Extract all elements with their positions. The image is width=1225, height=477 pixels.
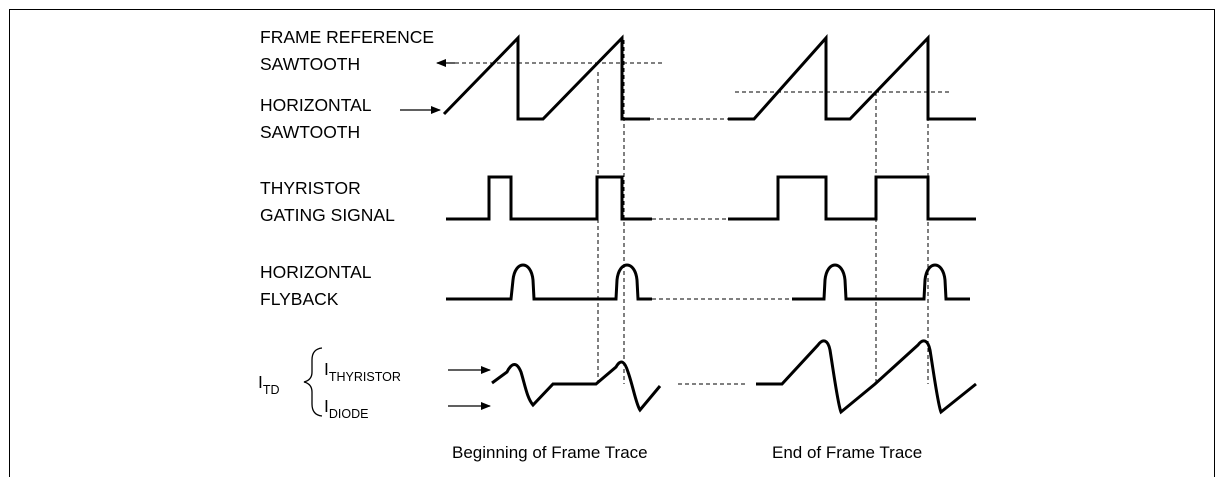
horizontal-sawtooth-waveform-end [728,34,976,121]
horizontal-flyback-label-line1: HORIZONTAL [260,262,372,282]
caption-beginning-of-frame-trace: Beginning of Frame Trace [452,443,648,462]
itd-current-waveform-beginning [491,360,662,413]
itd-label: ITD [258,372,280,397]
caption-end-of-frame-trace: End of Frame Trace [772,443,922,462]
horizontal-sawtooth-waveform-beginning [442,34,650,121]
ithyristor-label: ITHYRISTOR [324,359,401,384]
horizontal-sawtooth-label-line1: HORIZONTAL [260,95,372,115]
frame-reference-label-line1: FRAME REFERENCE [260,27,434,47]
thyristor-gating-waveform-beginning [446,175,652,221]
thyristor-gating-label-line2: GATING SIGNAL [260,205,395,225]
diagram-frame [9,9,1215,477]
thyristor-gating-label-line1: THYRISTOR [260,178,361,198]
idiode-label: IDIODE [324,396,368,421]
itd-brace [303,347,323,417]
frame-reference-label-line2: SAWTOOTH [260,54,360,74]
horizontal-flyback-waveform-beginning [446,263,652,301]
horizontal-flyback-waveform-end [792,263,970,301]
horizontal-flyback-label-line2: FLYBACK [260,289,339,309]
itd-current-waveform-end [756,339,977,415]
horizontal-sawtooth-label-line2: SAWTOOTH [260,122,360,142]
thyristor-gating-waveform-end [728,175,976,221]
